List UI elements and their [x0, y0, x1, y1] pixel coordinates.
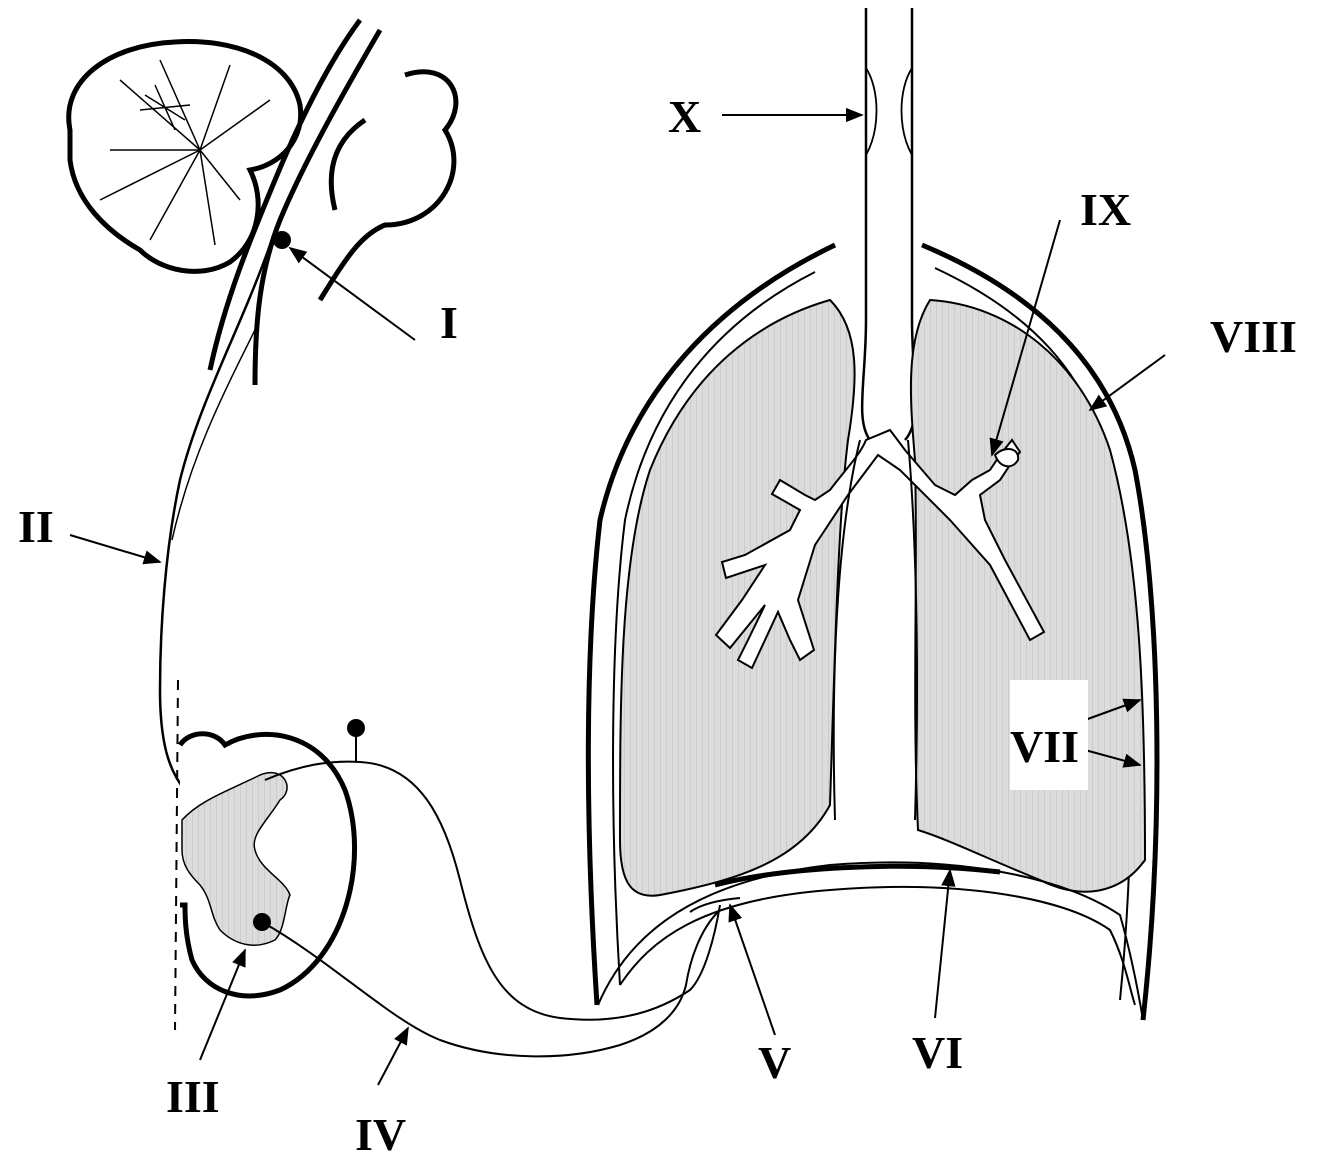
dorsal-root-ganglion — [347, 719, 365, 737]
label-IV: IV — [355, 1109, 406, 1157]
arrow-V — [730, 905, 775, 1035]
label-X: X — [668, 91, 701, 142]
label-IX: IX — [1080, 184, 1131, 235]
arrow-VI — [935, 870, 950, 1018]
right-lung — [911, 300, 1145, 892]
diaphragm-band — [715, 866, 1000, 885]
label-V: V — [758, 1037, 791, 1088]
arrow-I — [290, 248, 415, 340]
cerebellum — [69, 42, 301, 272]
label-VI: VI — [912, 1027, 963, 1078]
label-VIII: VIII — [1210, 311, 1297, 362]
label-VII: VII — [1010, 721, 1079, 772]
medulla-respiratory-center — [273, 231, 291, 249]
trachea — [862, 8, 915, 440]
laryngeal-constriction — [866, 68, 912, 155]
arrow-II — [70, 535, 160, 562]
descending-tract — [160, 245, 270, 790]
midline-dashed — [175, 680, 178, 1030]
label-I: I — [440, 297, 458, 348]
arrow-IV — [378, 1028, 408, 1085]
label-III: III — [166, 1071, 220, 1122]
label-II: II — [18, 501, 54, 552]
